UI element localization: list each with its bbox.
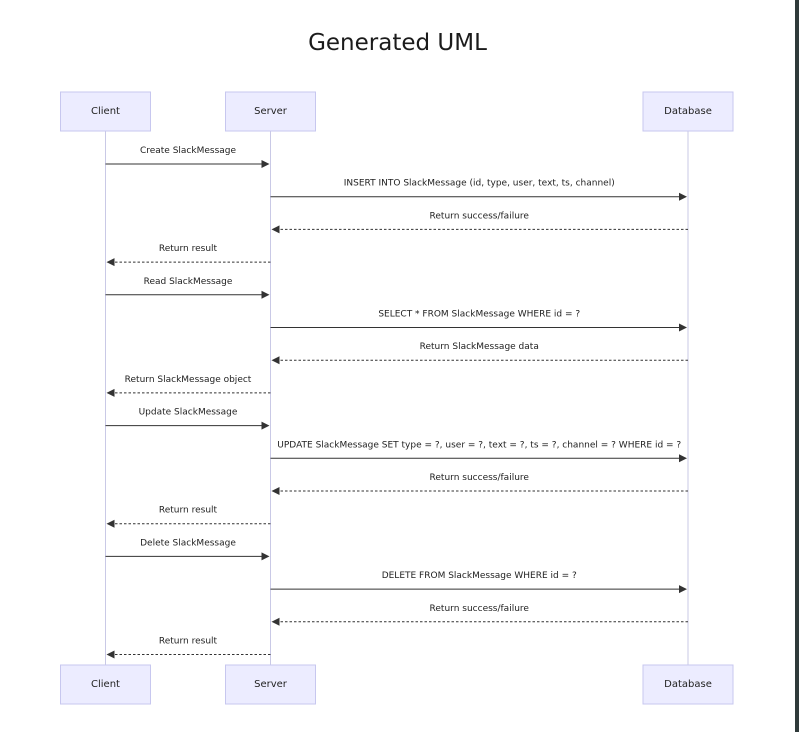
message-label: Read SlackMessage	[144, 277, 233, 287]
participant-box[interactable]	[225, 664, 316, 705]
message-10: UPDATE SlackMessage SET type = ?, user =…	[270, 440, 687, 463]
arrowhead-icon	[261, 290, 270, 299]
participant-label: Database	[664, 106, 712, 117]
participant-server-bottom[interactable]: Server	[225, 664, 316, 705]
participant-box[interactable]	[60, 664, 151, 705]
message-12: Return result	[106, 506, 271, 528]
participant-client-bottom[interactable]: Client	[60, 664, 151, 705]
participant-box[interactable]	[60, 91, 151, 132]
participant-label: Client	[91, 679, 120, 690]
window-edge	[795, 0, 799, 732]
message-6: SELECT * FROM SlackMessage WHERE id = ?	[270, 310, 687, 332]
message-14: DELETE FROM SlackMessage WHERE id = ?	[270, 571, 687, 594]
diagram-title: Generated UML	[308, 30, 487, 56]
arrowhead-icon	[261, 160, 270, 168]
message-label: Delete SlackMessage	[140, 538, 236, 548]
message-label: Return success/failure	[430, 604, 530, 614]
arrowhead-icon	[271, 225, 280, 234]
message-label: DELETE FROM SlackMessage WHERE id = ?	[382, 571, 577, 581]
message-11: Return success/failure	[271, 473, 688, 495]
message-9: Update SlackMessage	[105, 408, 270, 430]
message-label: Return result	[159, 506, 218, 516]
arrowhead-icon	[106, 388, 115, 397]
message-13: Delete SlackMessage	[105, 538, 270, 561]
arrowhead-icon	[261, 552, 270, 561]
participant-label: Database	[664, 679, 712, 690]
arrowhead-icon	[106, 258, 115, 267]
message-8: Return SlackMessage object	[106, 375, 271, 397]
message-label: UPDATE SlackMessage SET type = ?, user =…	[277, 440, 681, 450]
message-label: Return SlackMessage data	[420, 342, 539, 352]
arrowhead-icon	[679, 192, 687, 201]
participant-server-top[interactable]: Server	[225, 91, 316, 132]
message-label: Update SlackMessage	[139, 408, 238, 418]
arrowhead-icon	[271, 487, 280, 495]
message-label: Return SlackMessage object	[125, 375, 252, 385]
arrowhead-icon	[106, 650, 115, 659]
message-15: Return success/failure	[271, 604, 688, 626]
message-label: Return success/failure	[430, 211, 530, 221]
arrowhead-icon	[679, 323, 687, 332]
message-label: Return success/failure	[430, 473, 530, 483]
arrowhead-icon	[261, 421, 270, 430]
message-4: Return result	[106, 244, 271, 267]
arrowhead-icon	[679, 454, 687, 463]
participant-label: Server	[254, 679, 288, 690]
message-7: Return SlackMessage data	[271, 342, 688, 365]
message-label: Return result	[159, 244, 218, 254]
participant-box[interactable]	[642, 91, 734, 132]
message-16: Return result	[106, 637, 271, 659]
participant-label: Server	[254, 106, 288, 117]
participant-client-top[interactable]: Client	[60, 91, 151, 132]
participant-label: Client	[91, 106, 120, 117]
message-5: Read SlackMessage	[105, 277, 270, 299]
message-2: INSERT INTO SlackMessage (id, type, user…	[270, 179, 687, 201]
participant-box[interactable]	[225, 91, 316, 132]
arrowhead-icon	[271, 617, 280, 626]
participant-database-bottom[interactable]: Database	[642, 664, 734, 705]
participant-database-top[interactable]: Database	[642, 91, 734, 132]
message-label: Return result	[159, 637, 218, 647]
message-label: Create SlackMessage	[140, 146, 237, 156]
participant-box[interactable]	[642, 664, 734, 705]
message-label: SELECT * FROM SlackMessage WHERE id = ?	[378, 310, 580, 320]
arrowhead-icon	[679, 585, 687, 594]
arrowhead-icon	[271, 356, 280, 365]
message-label: INSERT INTO SlackMessage (id, type, user…	[344, 179, 615, 189]
message-3: Return success/failure	[271, 211, 688, 234]
message-1: Create SlackMessage	[105, 146, 270, 168]
arrowhead-icon	[106, 519, 115, 528]
